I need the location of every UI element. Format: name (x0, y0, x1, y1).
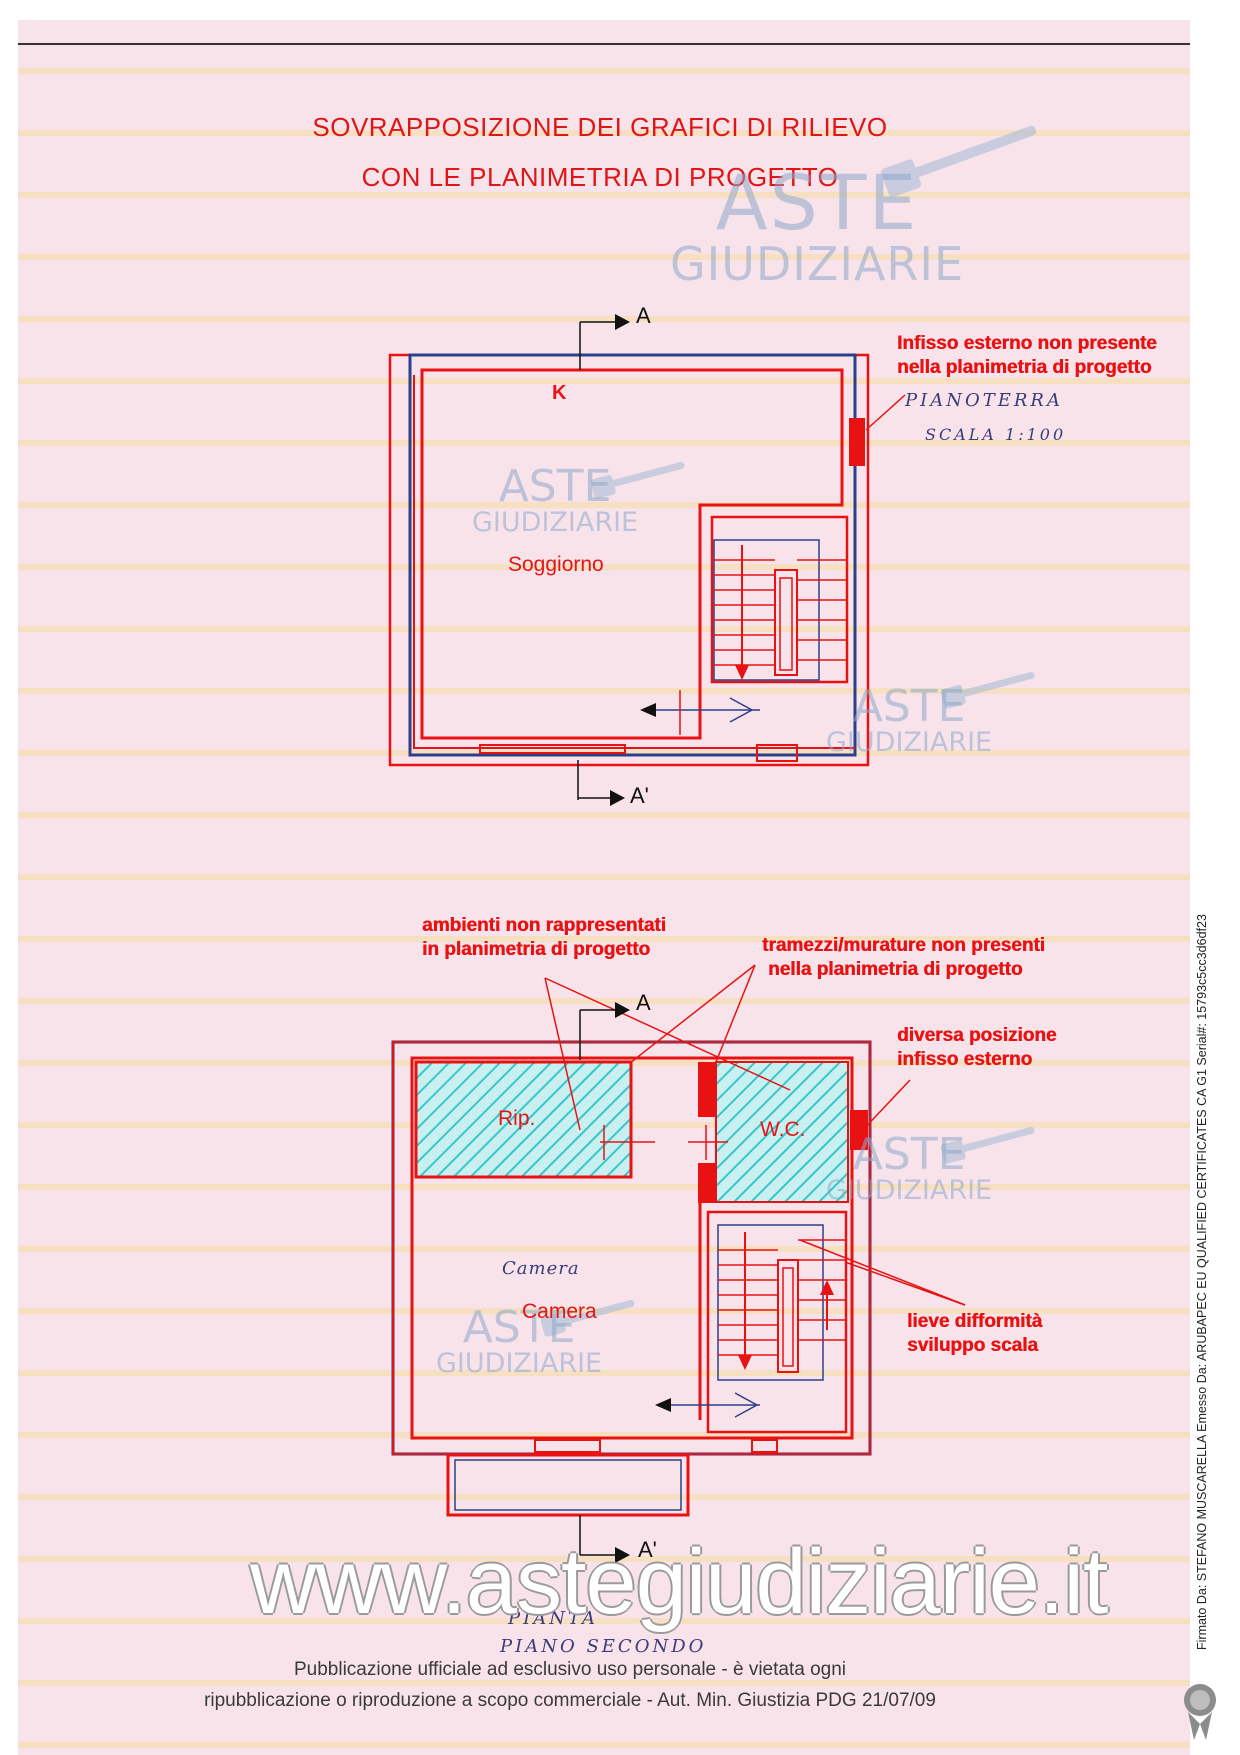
annotation-tramezzi: tramezzi/murature non presenti nella pla… (762, 935, 1045, 980)
partition-marker (698, 1163, 715, 1203)
seal-icon (1184, 1684, 1216, 1740)
watermark-small: ASTE GIUDIZIARIE (436, 1302, 603, 1379)
balcony (446, 1453, 690, 1517)
gavel-icon (540, 125, 1037, 1337)
room-label-soggiorno: Soggiorno (508, 553, 604, 576)
section-marker-a-prime: A' (630, 783, 649, 808)
balcony-project (454, 1459, 682, 1511)
footer-line1: Pubblicazione ufficiale ad esclusivo uso… (293, 1659, 847, 1680)
section-line-a (579, 1002, 630, 1563)
room-label-rip: Rip. (498, 1107, 536, 1130)
window-bottom-right (751, 1439, 778, 1453)
stair-block (706, 1210, 848, 1434)
project-outer-wall (408, 353, 857, 757)
annotation-scala: lieve difformità sviluppo scala (907, 1311, 1043, 1356)
room-label-camera: Camera (522, 1300, 597, 1323)
survey-inner-wall (420, 368, 844, 740)
watermark-small: ASTE GIUDIZIARIE (826, 1129, 993, 1206)
watermark-small: ASTE GIUDIZIARIE (826, 681, 993, 758)
watermark-word2: GIUDIZIARIE (670, 237, 965, 291)
watermark-site-url: www.astegiudiziarie.it (250, 1531, 1108, 1633)
room-wc-hatch (715, 1061, 849, 1203)
annotation-leader (859, 1079, 911, 1134)
external-window-marker (849, 418, 865, 466)
door-mark: K (552, 382, 567, 404)
survey-wall-line (413, 375, 855, 749)
footer-line2: ripubblicazione o riproduzione a scopo c… (204, 1690, 936, 1711)
exit-arrow (640, 690, 760, 735)
watermark-large: ASTE GIUDIZIARIE (670, 158, 965, 291)
partition-marker (698, 1062, 715, 1117)
exit-arrow (655, 1392, 760, 1418)
section-line-a (577, 314, 630, 806)
survey-outline (388, 353, 870, 767)
room-label-wc: W.C. (760, 1118, 806, 1141)
window-bottom (534, 1439, 601, 1453)
digital-signature: Firmato Da: STEFANO MUSCARELLA Emesso Da… (1195, 914, 1209, 1650)
watermark-word1: ASTE (715, 158, 919, 247)
section-marker-a: A (636, 990, 651, 1015)
window-bottom-right (756, 744, 798, 762)
annotation-leaders (544, 964, 966, 1306)
annotation-ambienti: ambienti non rappresentati in planimetri… (422, 915, 666, 960)
survey-inner-wall (410, 1056, 854, 1440)
section-marker-a-prime: A' (638, 1537, 657, 1562)
handwritten-floor: PIANOTERRA (905, 390, 1063, 411)
annotation-posizione: diversa posizione infisso esterno (897, 1025, 1057, 1070)
plan-ground-floor (388, 314, 906, 806)
annotation-leader (865, 394, 906, 431)
page-title-line1: SOVRAPPOSIZIONE DEI GRAFICI DI RILIEVO (312, 112, 888, 142)
section-marker-a: A (636, 303, 651, 328)
watermark-small: ASTE GIUDIZIARIE (472, 461, 639, 538)
room-rip-hatch (414, 1060, 633, 1179)
paper-sheet (18, 20, 1190, 1755)
handwritten-floor: PIANO SECONDO (500, 1636, 707, 1657)
external-window-marker (850, 1110, 868, 1150)
window-bottom (479, 744, 626, 754)
handwritten-room: Camera (502, 1258, 580, 1279)
handwritten-plan: PIANTA (508, 1608, 598, 1629)
plan-second-floor (391, 964, 966, 1563)
page-title-line2: CON LE PLANIMETRIA DI PROGETTO (361, 162, 839, 192)
stair-block (710, 515, 849, 684)
annotation-infisso: Infisso esterno non presente nella plani… (897, 333, 1157, 378)
handwritten-scale: SCALA 1:100 (925, 425, 1067, 444)
